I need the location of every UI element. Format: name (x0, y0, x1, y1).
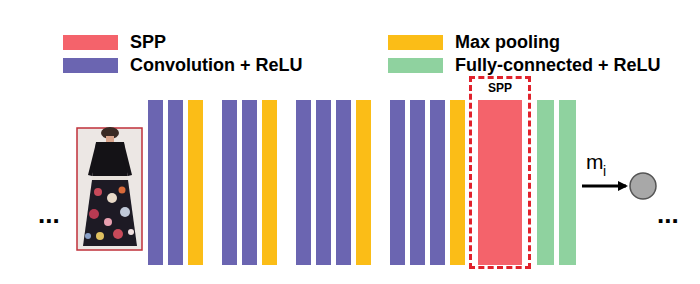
legend-swatch (63, 58, 118, 73)
legend-label: Max pooling (455, 31, 560, 53)
region-heading: SPP (472, 81, 528, 96)
ellipsis: ... (38, 200, 60, 229)
spp-region: SPP (469, 76, 531, 269)
ellipsis: ... (657, 200, 679, 229)
legend-swatch (63, 35, 118, 50)
fc-layers (537, 100, 576, 265)
output-subscript: i (603, 164, 606, 179)
output-symbol: m (586, 150, 604, 173)
legend-label: SPP (130, 31, 166, 53)
pool-layers (188, 100, 465, 265)
output-arrow (582, 185, 626, 188)
legend-label: Fully-connected + ReLU (455, 54, 661, 76)
legend-swatch (388, 58, 443, 73)
input-photo (77, 127, 142, 250)
legend-swatch (388, 35, 443, 50)
legend-label: Convolution + ReLU (130, 54, 303, 76)
output-unit (630, 173, 656, 199)
spp-layer (478, 100, 522, 265)
conv-layers (148, 100, 445, 265)
